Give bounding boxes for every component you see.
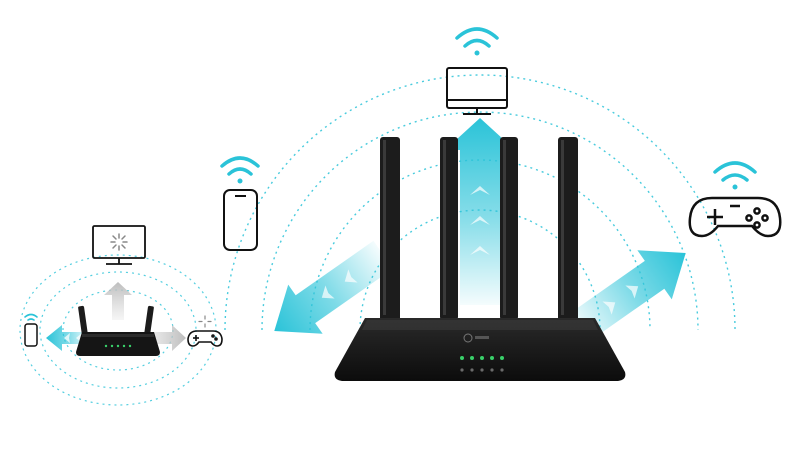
small-gamepad-icon (187, 330, 223, 347)
gamepad-icon (688, 196, 782, 238)
antenna-2 (440, 137, 458, 320)
old-router (76, 305, 160, 356)
main-coverage-rings (224, 74, 736, 331)
smartphone-icon (223, 189, 258, 251)
signal-beam-left (274, 240, 393, 334)
old-router-body (76, 332, 160, 356)
router-body (334, 318, 626, 381)
signal-beam-right (567, 250, 686, 344)
old-signal-beam-up (104, 282, 132, 320)
old-coverage-rings (19, 254, 217, 406)
router-logo (463, 333, 473, 343)
right-wifi-icon (713, 161, 757, 190)
signal-beam-up (445, 118, 515, 305)
coverage-ring-2 (309, 159, 651, 331)
small-wifi-icon-left (24, 313, 38, 321)
small-smartphone-icon (24, 323, 38, 347)
main-router (334, 137, 626, 381)
old-signal-beam-right (140, 325, 186, 351)
left-wifi-icon (220, 156, 260, 184)
old-antenna-left (78, 305, 88, 337)
antenna-3 (500, 137, 518, 320)
small-loading-icon (198, 315, 212, 328)
top-wifi-icon (455, 27, 499, 56)
router-leds (460, 356, 504, 360)
old-antenna-right (144, 305, 154, 337)
coverage-ring-3 (261, 111, 699, 331)
loading-monitor-icon (92, 225, 146, 265)
monitor-icon (446, 67, 508, 115)
